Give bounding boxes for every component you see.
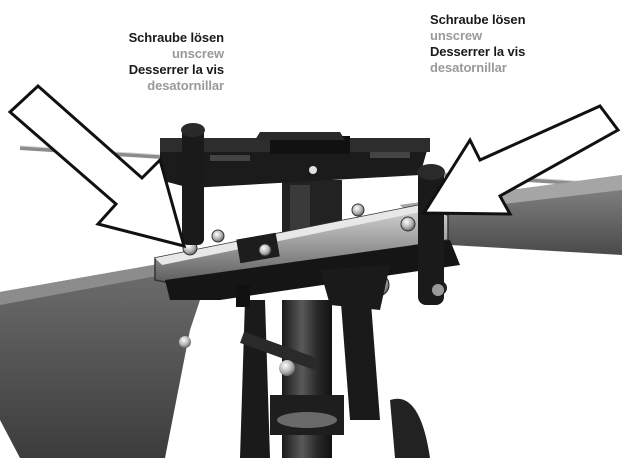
label-right-es: desatornillar [430, 60, 507, 75]
screw-left-2 [211, 229, 225, 243]
arrow-right [421, 104, 621, 216]
instruction-label-left: Schraube lösen unscrew Desserrer la vis … [128, 30, 225, 94]
label-left-de: Schraube lösen [128, 30, 225, 45]
label-left-fr: Desserrer la vis [128, 62, 224, 77]
label-left-en: unscrew [171, 46, 224, 61]
instruction-label-right: Schraube lösen unscrew Desserrer la vis … [430, 12, 526, 76]
label-left-es: desatornillar [147, 78, 224, 93]
linkage-left [182, 125, 204, 245]
label-right-de: Schraube lösen [430, 12, 526, 27]
label-right-en: unscrew [430, 28, 483, 43]
label-right-fr: Desserrer la vis [430, 44, 526, 59]
screw-right-1 [400, 216, 416, 232]
arrow-left [7, 83, 187, 249]
rotor-blade-left [0, 262, 200, 458]
